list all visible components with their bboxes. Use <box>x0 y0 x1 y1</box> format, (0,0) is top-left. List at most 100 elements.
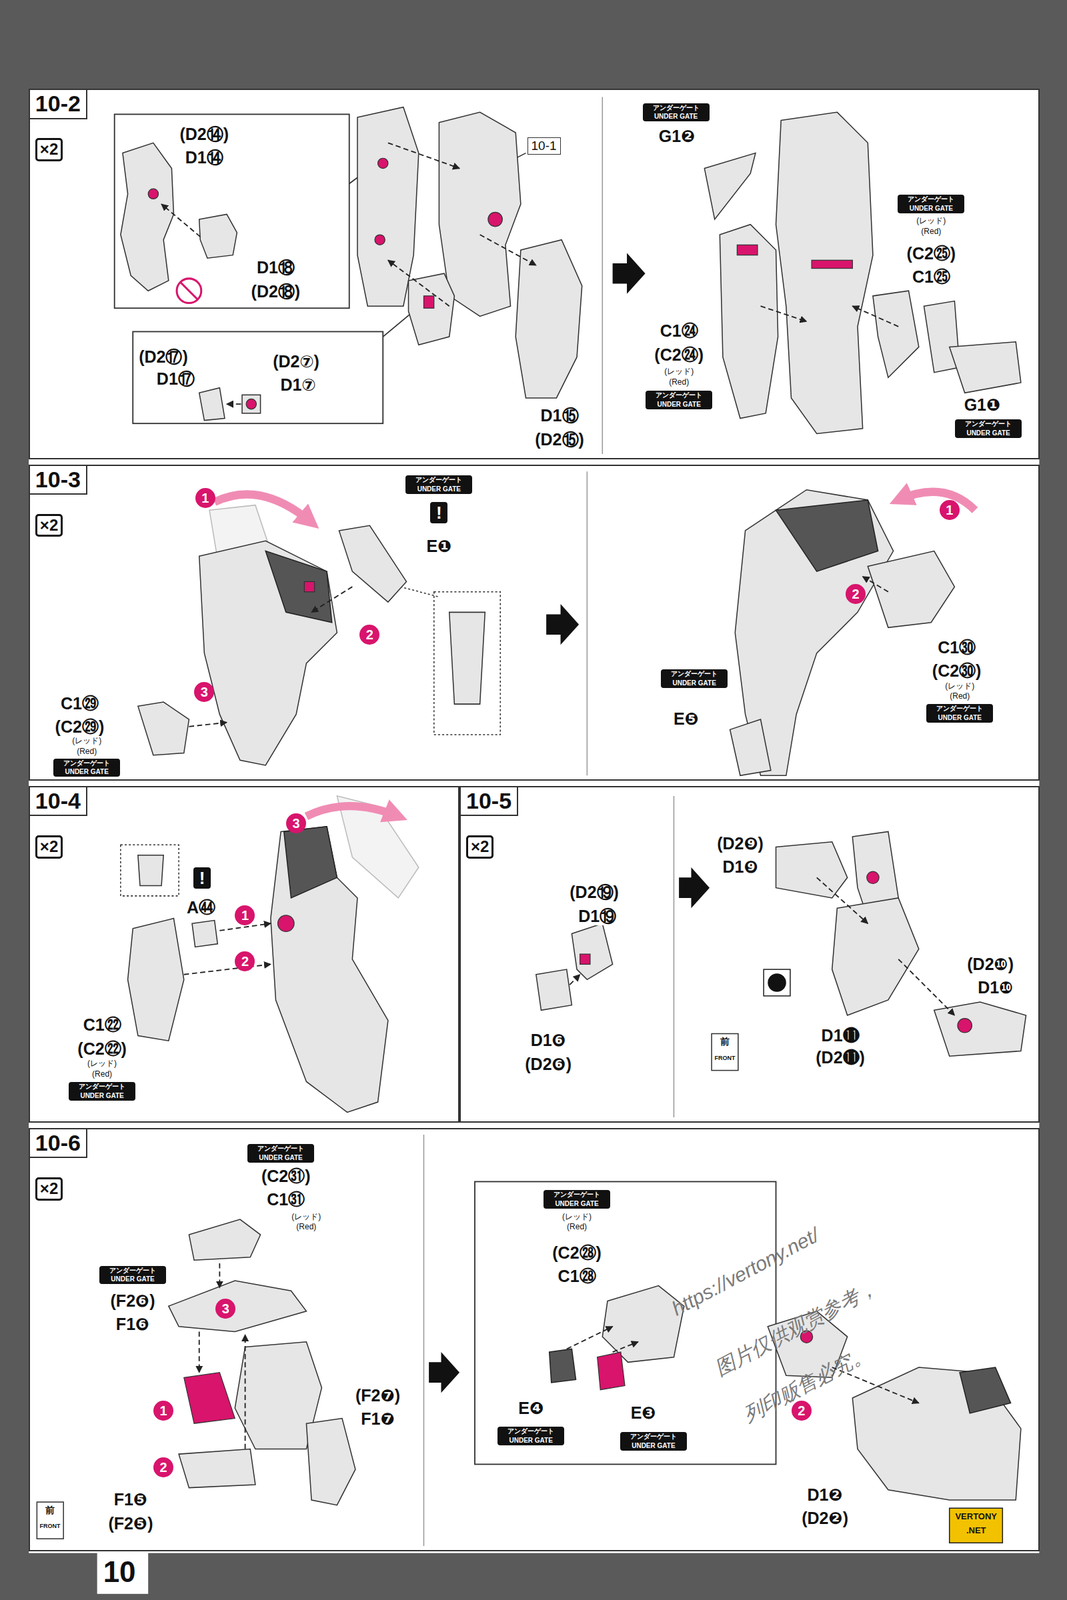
step-order-badge: 2 <box>845 584 866 605</box>
under-gate-note: UNDER GATE <box>68 1091 136 1102</box>
part-number: D1⑭ <box>184 148 225 168</box>
under-gate-note: アンダーゲート <box>620 1432 687 1442</box>
under-gate-note: アンダーゲート <box>897 194 965 205</box>
color-note: (Red) <box>294 1223 318 1233</box>
part-number: C1㉙ <box>59 694 101 714</box>
under-gate-note: UNDER GATE <box>53 767 121 777</box>
quantity-badge: ×2 <box>35 138 63 162</box>
color-note: (Red) <box>948 692 971 702</box>
under-gate-note: アンダーゲート <box>497 1427 565 1437</box>
part-number: F1❻ <box>114 1315 151 1335</box>
reference-tag: 10-1 <box>527 137 561 156</box>
color-note: (レッド) <box>914 216 947 227</box>
step-order-badge: 2 <box>234 951 255 972</box>
step-order-badge: 2 <box>153 1457 174 1478</box>
part-number: C1㉚ <box>936 638 977 658</box>
part-number: D1❾ <box>720 857 759 877</box>
color-note: (レッド) <box>662 367 695 377</box>
under-gate-note: アンダーゲート <box>247 1144 315 1154</box>
under-gate-note: アンダーゲート <box>642 103 710 113</box>
under-gate-note: アンダーゲート <box>68 1082 136 1092</box>
under-gate-note: アンダーゲート <box>645 390 713 401</box>
part-number: C1㉘ <box>556 1267 598 1287</box>
part-number: D1⑰ <box>155 369 197 389</box>
part-number: (C2㉚) <box>930 661 983 681</box>
part-number: D1❻ <box>529 1030 568 1051</box>
part-number: (D2❷) <box>800 1509 850 1529</box>
step-order-badge: 3 <box>194 682 215 703</box>
under-gate-note: アンダーゲート <box>926 704 993 714</box>
reference-text: 10-1 <box>531 138 557 155</box>
caution-mark: ! <box>193 867 211 889</box>
color-note: (レッド) <box>560 1213 593 1223</box>
logo-text: .NET <box>966 1526 987 1537</box>
part-number: (D2⑭) <box>178 124 231 145</box>
front-mark: FRONT <box>714 1054 736 1062</box>
part-number: (C2㉙) <box>54 717 107 737</box>
under-gate-note: UNDER GATE <box>99 1275 167 1285</box>
part-number: (D2⓫) <box>814 1048 867 1068</box>
step-order-badge: 1 <box>234 905 255 926</box>
page-number: 10 <box>103 1555 137 1590</box>
under-gate-note: UNDER GATE <box>543 1199 611 1210</box>
under-gate-note: UNDER GATE <box>954 428 1022 439</box>
part-number: (D2⑱) <box>250 282 303 302</box>
under-gate-note: UNDER GATE <box>642 112 710 122</box>
color-note: (Red) <box>90 1070 114 1080</box>
color-note: (レッド) <box>290 1213 323 1223</box>
part-number: E❺ <box>672 709 701 729</box>
color-note: (レッド) <box>70 736 103 747</box>
under-gate-note: UNDER GATE <box>645 400 713 410</box>
part-number: C1㉕ <box>910 267 952 287</box>
part-number: F1❼ <box>359 1409 396 1430</box>
part-number: (C2㉔) <box>652 345 705 365</box>
step-number: 10-6 <box>30 1129 88 1159</box>
step-panel: 10-2×210-1 <box>28 88 1040 460</box>
part-number: (F2❺) <box>106 1514 155 1534</box>
part-number: (D2❿) <box>965 954 1015 975</box>
step-order-badge: 3 <box>286 813 307 834</box>
caution-mark: ! <box>430 502 448 524</box>
step-order-badge: 1 <box>195 488 216 509</box>
color-note: (Red) <box>919 227 943 237</box>
part-number: E❸ <box>629 1403 658 1424</box>
step-number: 10-4 <box>30 787 88 817</box>
step-number: 10-3 <box>30 466 88 495</box>
part-number: (F2❼) <box>354 1386 402 1406</box>
under-gate-note: アンダーゲート <box>543 1190 611 1200</box>
under-gate-note: UNDER GATE <box>620 1441 687 1452</box>
under-gate-note: アンダーゲート <box>954 419 1022 429</box>
part-number: (D2⑦) <box>271 352 321 372</box>
color-note: (Red) <box>565 1223 589 1233</box>
quantity-badge: ×2 <box>35 514 63 538</box>
part-number: (F2❻) <box>109 1291 157 1312</box>
part-number: (D2❾) <box>715 834 765 854</box>
front-mark: FRONT <box>40 1523 61 1530</box>
under-gate-note: UNDER GATE <box>497 1436 565 1446</box>
part-number: G1❶ <box>962 395 1003 415</box>
step-panel: 10-6×2 <box>28 1128 1040 1552</box>
step-order-badge: 1 <box>939 500 960 521</box>
step-order-badge: 1 <box>153 1401 174 1422</box>
part-number: (C2㉕) <box>905 244 958 264</box>
part-number: A㊹ <box>185 898 217 918</box>
under-gate-note: UNDER GATE <box>405 484 473 495</box>
part-number: F1❺ <box>112 1490 149 1510</box>
under-gate-note: UNDER GATE <box>926 713 993 723</box>
step-order-badge: 2 <box>359 624 380 645</box>
part-number: D1❷ <box>806 1485 845 1506</box>
under-gate-note: アンダーゲート <box>405 475 473 485</box>
step-panel: 10-3 ×2 <box>28 464 1040 782</box>
part-number: C1㉔ <box>658 321 700 341</box>
part-number: D1⑮ <box>539 406 581 426</box>
under-gate-note: UNDER GATE <box>660 678 728 689</box>
under-gate-note: UNDER GATE <box>897 204 965 214</box>
part-number: (C2㉛) <box>260 1167 313 1187</box>
part-number: D1❿ <box>976 978 1015 998</box>
logo-text: VERTONY <box>954 1512 997 1523</box>
part-number: E❶ <box>424 536 453 557</box>
quantity-badge: ×2 <box>466 835 494 859</box>
color-note: (レッド) <box>86 1059 119 1070</box>
part-number: (D2⑰) <box>137 347 190 367</box>
